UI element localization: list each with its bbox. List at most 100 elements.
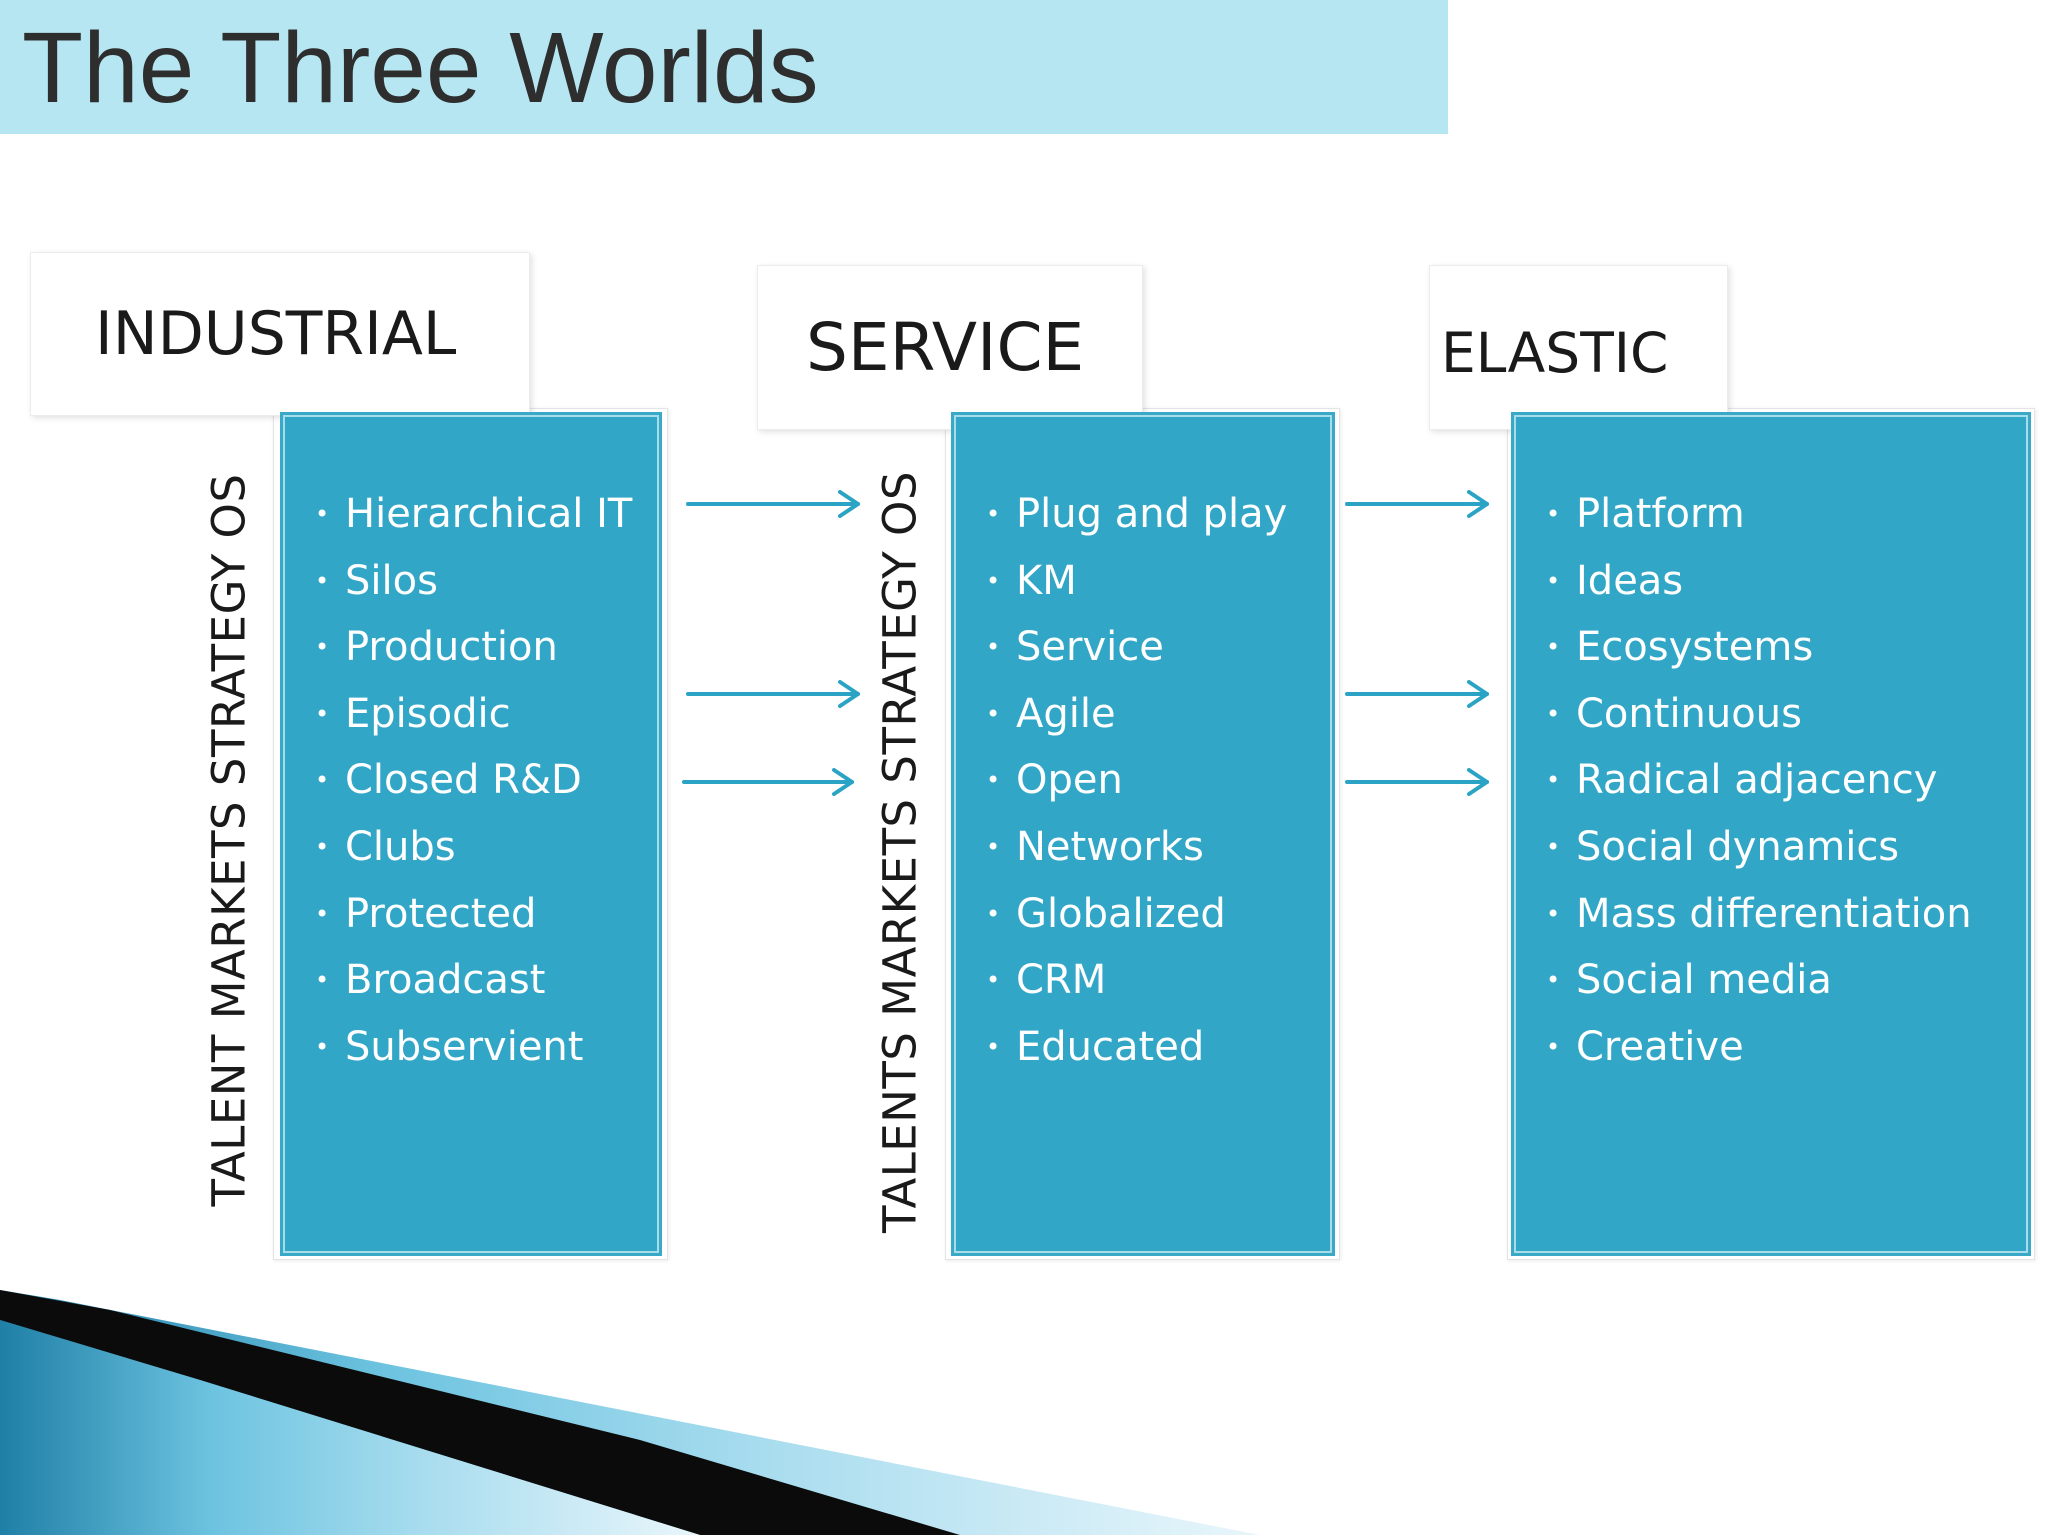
list-item: • Ecosystems	[1516, 614, 2026, 681]
bullet-icon: •	[986, 1032, 1001, 1061]
bullet-icon: •	[986, 699, 1001, 728]
list-item: • CRM	[956, 947, 1330, 1014]
list-item-label: Hierarchical IT	[345, 491, 633, 537]
arrow-right-icon	[686, 680, 860, 708]
bullet-icon: •	[1546, 832, 1561, 861]
list-item-label: CRM	[1016, 957, 1107, 1004]
list-item-label: Ecosystems	[1576, 624, 1814, 671]
slide-title: The Three Worlds	[22, 12, 819, 124]
list-item-label: Protected	[345, 890, 537, 937]
list-item-label: Subservient	[345, 1023, 584, 1070]
arrow-right-icon	[682, 768, 854, 796]
bullet-icon: •	[315, 966, 330, 995]
bullet-icon: •	[1546, 966, 1561, 995]
decorative-swoosh	[0, 1290, 1260, 1535]
list-item-label: Continuous	[1576, 690, 1802, 737]
service-column: • Plug and play • KM • Service • Agile •Open…	[951, 412, 1335, 1256]
bullet-icon: •	[986, 566, 1001, 595]
list-item-label: Plug and play	[1016, 491, 1288, 537]
list-item: • Production	[285, 614, 657, 681]
bullet-icon: •	[1546, 633, 1561, 662]
bullet-icon: •	[315, 566, 330, 595]
list-item: • Silos	[285, 548, 657, 615]
bullet-icon: •	[986, 832, 1001, 861]
list-item-label: Production	[345, 624, 558, 671]
arrow-right-icon	[1345, 680, 1489, 708]
list-item: • Agile	[956, 681, 1330, 748]
list-item-label: Episodic	[345, 690, 511, 737]
list-item-label: Networks	[1016, 823, 1204, 870]
list-item: • Protected	[285, 881, 657, 948]
bullet-icon: •	[986, 633, 1001, 662]
list-item-label: KM	[1016, 557, 1077, 604]
bullet-icon: •	[1546, 699, 1561, 728]
bullet-icon: •	[315, 699, 330, 728]
list-item-label: Globalized	[1016, 890, 1226, 937]
list-item: • Broadcast	[285, 947, 657, 1014]
industrial-heading: INDUSTRIAL	[95, 299, 457, 369]
list-item: • Platform	[1516, 481, 2026, 548]
list-item: • Social dynamics	[1516, 814, 2026, 881]
list-item-label: Social dynamics	[1576, 823, 1900, 870]
elastic-column: • Platform • Ideas • Ecosystems • Continuous…	[1511, 412, 2031, 1256]
bullet-icon: •	[986, 966, 1001, 995]
list-item-label: Educated	[1016, 1023, 1205, 1070]
list-item-label: Silos	[345, 557, 438, 604]
bullet-icon: •	[315, 1032, 330, 1061]
list-item-label: Closed R&D	[345, 757, 582, 804]
service-heading: SERVICE	[806, 309, 1085, 386]
list-item-label: Service	[1016, 624, 1164, 671]
list-item: • Educated	[956, 1014, 1330, 1081]
bullet-icon: •	[1546, 500, 1561, 528]
elastic-heading: ELASTIC	[1441, 320, 1669, 385]
list-item-label: Agile	[1016, 690, 1116, 737]
list-item: • Continuous	[1516, 681, 2026, 748]
bullet-icon: •	[315, 832, 330, 861]
industrial-side-label-text: TALENT MARKETS STRATEGY OS	[202, 473, 256, 1207]
list-item: • Mass differentiation	[1516, 881, 2026, 948]
list-item-label: Platform	[1576, 491, 1745, 537]
list-item: •Radical adjacency	[1516, 747, 2026, 814]
title-band: The Three Worlds	[0, 0, 1448, 134]
bullet-icon: •	[986, 766, 1001, 795]
list-item: • Episodic	[285, 681, 657, 748]
list-item: • Ideas	[1516, 548, 2026, 615]
bullet-icon: •	[986, 899, 1001, 928]
list-item: • KM	[956, 548, 1330, 615]
list-item-label: Social media	[1576, 957, 1832, 1004]
list-item-label: Creative	[1576, 1023, 1744, 1070]
list-item: • Plug and play	[956, 481, 1330, 548]
bullet-icon: •	[315, 633, 330, 662]
bullet-icon: •	[1546, 766, 1561, 795]
industrial-column: • Hierarchical IT • Silos • Production • Epi…	[280, 412, 662, 1256]
arrow-right-icon	[1345, 768, 1489, 796]
list-item: • Hierarchical IT	[285, 481, 657, 548]
list-item-label: Mass differentiation	[1576, 890, 1972, 937]
bullet-icon: •	[315, 766, 330, 795]
list-item: • Clubs	[285, 814, 657, 881]
bullet-icon: •	[315, 500, 330, 528]
bullet-icon: •	[315, 899, 330, 928]
list-item: • Networks	[956, 814, 1330, 881]
list-item: • Globalized	[956, 881, 1330, 948]
bullet-icon: •	[1546, 1032, 1561, 1061]
bullet-icon: •	[1546, 899, 1561, 928]
list-item: • Creative	[1516, 1014, 2026, 1081]
list-item: • Social media	[1516, 947, 2026, 1014]
bullet-icon: •	[1546, 566, 1561, 595]
list-item-label: Clubs	[345, 823, 456, 870]
industrial-heading-card: INDUSTRIAL	[30, 252, 530, 416]
list-item: •Open	[956, 747, 1330, 814]
service-side-label-text: TALENTS MARKETS STRATEGY OS	[873, 470, 927, 1234]
arrow-right-icon	[686, 490, 860, 518]
service-heading-card: SERVICE	[757, 265, 1143, 430]
industrial-list: • Hierarchical IT • Silos • Production • Epi…	[285, 417, 657, 1080]
list-item: • Subservient	[285, 1014, 657, 1081]
list-item-label: Broadcast	[345, 957, 546, 1004]
elastic-heading-card: ELASTIC	[1429, 265, 1728, 430]
bullet-icon: •	[986, 500, 1001, 528]
service-list: • Plug and play • KM • Service • Agile •Open…	[956, 417, 1330, 1080]
elastic-list: • Platform • Ideas • Ecosystems • Continuous…	[1516, 417, 2026, 1080]
list-item-label: Ideas	[1576, 557, 1684, 604]
arrow-right-icon	[1345, 490, 1489, 518]
